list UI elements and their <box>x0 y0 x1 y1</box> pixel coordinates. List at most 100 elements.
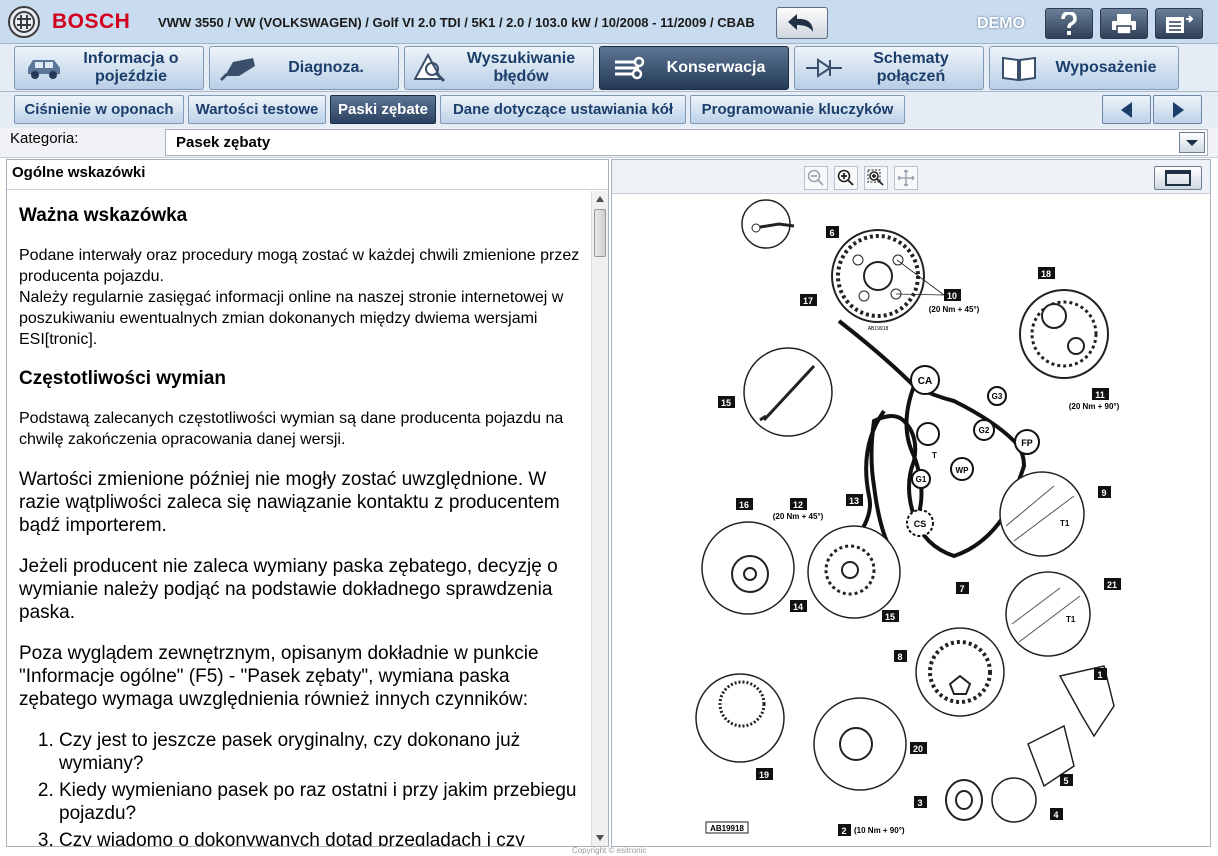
car-icon <box>21 50 67 86</box>
nav-diagnosis[interactable]: Diagnoza. <box>209 46 399 90</box>
callout-21: 21 <box>1107 580 1117 590</box>
zoom-in-icon <box>837 169 854 186</box>
zoom-out-button[interactable] <box>804 166 828 190</box>
move-cross-icon <box>897 169 915 187</box>
tab-wheel-alignment[interactable]: Dane dotyczące ustawiania kół <box>440 95 686 124</box>
menu-list-button[interactable] <box>1155 8 1203 39</box>
triangle-right-icon <box>1172 101 1184 118</box>
nav-wiring-diagrams-label: Schematy połączeń <box>873 50 949 85</box>
paragraph-frequency: Podstawą zalecanych częstotliwości wymia… <box>19 410 564 448</box>
diagram-panel: AB19918 6 17 10 (20 Nm + 45°) CA G3 G2 F… <box>611 159 1211 847</box>
torque-label-12: (20 Nm + 45°) <box>773 512 824 521</box>
printer-icon <box>1112 13 1136 35</box>
callout-2: 2 <box>841 826 846 836</box>
factor-list: Czy jest to jeszcze pasek oryginalny, cz… <box>19 729 581 846</box>
paragraph-replacement-decision: Jeżeli producent nie zaleca wymiany pask… <box>19 556 558 623</box>
timing-belt-diagram[interactable]: AB19918 6 17 10 (20 Nm + 45°) CA G3 G2 F… <box>614 196 1208 844</box>
pulley-ca: CA <box>918 376 932 387</box>
nav-vehicle-info-label: Informacja o pojeździe <box>83 50 179 85</box>
fullscreen-icon <box>1165 170 1191 186</box>
back-button[interactable] <box>776 7 828 39</box>
info-panel-header: Ogólne wskazówki <box>7 160 608 190</box>
zoom-in-button[interactable] <box>834 166 858 190</box>
section-heading-important: Ważna wskazówka <box>19 205 188 226</box>
category-dropdown-button[interactable] <box>1179 132 1205 153</box>
callout-20: 20 <box>913 744 923 754</box>
pulley-cs: CS <box>914 519 927 529</box>
callout-1: 1 <box>1097 670 1102 680</box>
tabs-prev-button[interactable] <box>1102 95 1151 124</box>
callout-9: 9 <box>1101 488 1106 498</box>
category-label: Kategoria: <box>10 130 79 147</box>
demo-badge: DEMO <box>977 15 1025 32</box>
callout-3: 3 <box>917 798 922 808</box>
callout-8: 8 <box>897 652 902 662</box>
bosch-logo: BOSCH <box>8 6 130 38</box>
scroll-down-button[interactable] <box>592 830 608 846</box>
info-panel-scrollbar[interactable] <box>591 191 608 846</box>
category-value: Pasek zębaty <box>176 134 271 151</box>
nav-wiring-diagrams[interactable]: Schematy połączeń <box>794 46 984 90</box>
category-row: Kategoria: Pasek zębaty <box>0 128 1218 158</box>
sub-navigation: Ciśnienie w oponach Wartości testowe Pas… <box>0 92 1218 128</box>
callout-4: 4 <box>1053 810 1058 820</box>
callout-18: 18 <box>1041 269 1051 279</box>
pan-button[interactable] <box>894 166 918 190</box>
help-button[interactable] <box>1045 8 1093 39</box>
callout-10: 10 <box>947 291 957 301</box>
pulley-g1: G1 <box>916 475 927 484</box>
wrench-icon <box>606 50 652 86</box>
tab-test-values[interactable]: Wartości testowe <box>188 95 326 124</box>
zoom-area-icon <box>867 169 884 186</box>
pulley-wp: WP <box>956 466 970 475</box>
tab-timing-belts[interactable]: Paski zębate <box>330 95 436 124</box>
scroll-up-button[interactable] <box>592 191 608 207</box>
nav-equipment[interactable]: Wyposażenie <box>989 46 1179 90</box>
callout-19: 19 <box>759 770 769 780</box>
title-bar: BOSCH VWW 3550 / VW (VOLKSWAGEN) / Golf … <box>0 0 1218 44</box>
tabs-next-button[interactable] <box>1153 95 1202 124</box>
chevron-down-icon <box>1186 139 1198 146</box>
vehicle-identification: VWW 3550 / VW (VOLKSWAGEN) / Golf VI 2.0… <box>158 15 755 30</box>
paragraph-intervals-b: Należy regularnie zasięgać informacji on… <box>19 289 564 348</box>
info-panel-title: Ogólne wskazówki <box>12 164 146 181</box>
brand-name: BOSCH <box>52 10 131 33</box>
torque-label-11: (20 Nm + 90°) <box>1069 402 1120 411</box>
info-panel-content: Ważna wskazówka Podane interwały oraz pr… <box>7 191 591 846</box>
print-button[interactable] <box>1100 8 1148 39</box>
paragraph-other-factors: Poza wyglądem zewnętrznym, opisanym dokł… <box>19 643 539 710</box>
pulley-g3: G3 <box>992 392 1003 401</box>
callout-5: 5 <box>1063 776 1068 786</box>
category-select[interactable]: Pasek zębaty <box>165 129 1208 156</box>
zoom-area-button[interactable] <box>864 166 888 190</box>
torque-label-2: (10 Nm + 90°) <box>854 826 905 835</box>
nav-equipment-label: Wyposażenie <box>1055 59 1157 76</box>
callout-12: 12 <box>793 500 803 510</box>
callout-6: 6 <box>829 228 834 238</box>
diagram-code: AB19918 <box>868 326 889 332</box>
list-item: Kiedy wymieniano pasek po raz ostatni i … <box>59 779 581 825</box>
return-arrow-icon <box>788 14 813 32</box>
nav-vehicle-info[interactable]: Informacja o pojeździe <box>14 46 204 90</box>
main-navigation: Informacja o pojeździe Diagnoza. Wyszuki… <box>0 44 1218 92</box>
pulley-g2: G2 <box>979 426 990 435</box>
nav-maintenance[interactable]: Konserwacja <box>599 46 789 90</box>
warning-search-icon <box>411 50 457 86</box>
nav-troubleshooting[interactable]: Wyszukiwanie błędów <box>404 46 594 90</box>
list-item: Czy wiadomo o dokonywanych dotąd przeglą… <box>59 829 581 846</box>
scroll-up-arrow-icon <box>596 196 604 202</box>
callout-16: 16 <box>739 500 749 510</box>
fullscreen-button[interactable] <box>1154 166 1202 190</box>
callout-15-bottom: 15 <box>885 612 895 622</box>
callout-17: 17 <box>803 296 813 306</box>
tab-tire-pressure[interactable]: Ciśnienie w oponach <box>14 95 184 124</box>
callout-13: 13 <box>849 496 859 506</box>
label-t1-lower: T1 <box>1066 615 1076 624</box>
pulley-t: T <box>932 451 937 460</box>
scroll-thumb[interactable] <box>594 209 606 257</box>
triangle-left-icon <box>1120 101 1132 118</box>
tab-key-programming[interactable]: Programowanie kluczyków <box>690 95 905 124</box>
torque-label-10: (20 Nm + 45°) <box>929 305 980 314</box>
bosch-armature-icon <box>8 6 40 38</box>
question-mark-icon <box>1061 11 1077 35</box>
